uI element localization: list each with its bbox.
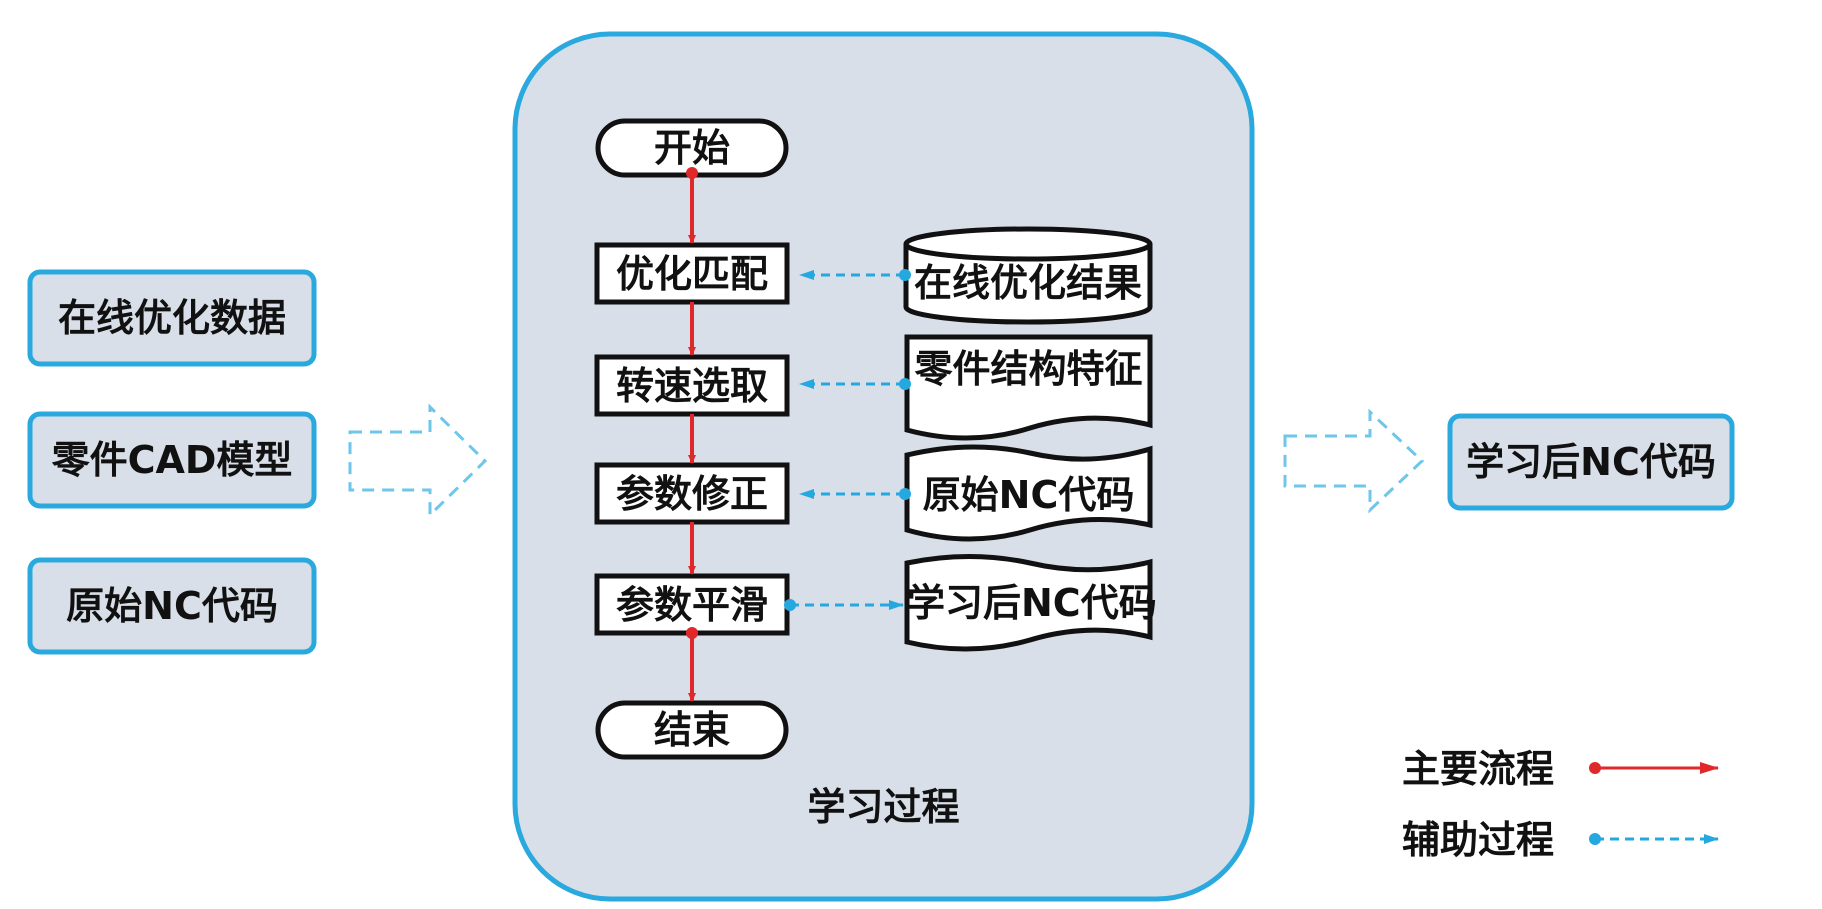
step-box-2 xyxy=(594,354,790,417)
aux-dot-1 xyxy=(899,269,911,281)
process-title: 学习过程 xyxy=(807,785,960,829)
aux-dot-3 xyxy=(899,488,911,500)
end-terminator xyxy=(595,700,789,760)
legend-main-label: 主要流程 xyxy=(1402,747,1555,791)
end-label: 结束 xyxy=(653,708,730,752)
output-box xyxy=(1447,413,1735,511)
start-label: 开始 xyxy=(653,126,730,170)
main-flow-dot-start xyxy=(686,167,698,179)
legend xyxy=(1589,762,1719,845)
legend-main-dot xyxy=(1589,762,1601,774)
store-label-1: 在线优化结果 xyxy=(913,261,1142,305)
store-online-results xyxy=(903,226,1153,325)
aux-dot-4 xyxy=(784,599,796,611)
input-label-online-data: 在线优化数据 xyxy=(57,296,286,340)
store-label-3: 原始NC代码 xyxy=(922,473,1135,517)
input-hollow-arrow xyxy=(348,403,488,519)
input-box-online-data xyxy=(27,269,317,367)
store-original-nc xyxy=(904,444,1153,542)
step-label-1: 优化匹配 xyxy=(615,252,768,296)
aux-dot-2 xyxy=(899,378,911,390)
store-label-4: 学习后NC代码 xyxy=(907,581,1157,625)
legend-aux-dot xyxy=(1589,833,1601,845)
input-label-cad-model: 零件CAD模型 xyxy=(51,438,293,482)
step-label-3: 参数修正 xyxy=(615,472,768,516)
input-boxes xyxy=(27,269,317,655)
output-label: 学习后NC代码 xyxy=(1466,440,1716,484)
step-label-2: 转速选取 xyxy=(615,364,768,408)
step-box-3 xyxy=(594,462,790,525)
store-part-features xyxy=(904,334,1153,441)
output-hollow-arrow xyxy=(1283,408,1425,514)
step-label-4: 参数平滑 xyxy=(615,583,768,627)
aux-connectors xyxy=(790,270,905,610)
store-learned-nc xyxy=(904,554,1153,652)
store-label-2: 零件结构特征 xyxy=(914,347,1143,391)
input-box-original-nc xyxy=(27,557,317,655)
legend-aux-label: 辅助过程 xyxy=(1402,818,1555,862)
main-flow-dot-end xyxy=(686,627,698,639)
input-label-original-nc: 原始NC代码 xyxy=(66,584,278,628)
input-box-cad-model xyxy=(27,411,317,509)
step-box-1 xyxy=(594,242,790,305)
